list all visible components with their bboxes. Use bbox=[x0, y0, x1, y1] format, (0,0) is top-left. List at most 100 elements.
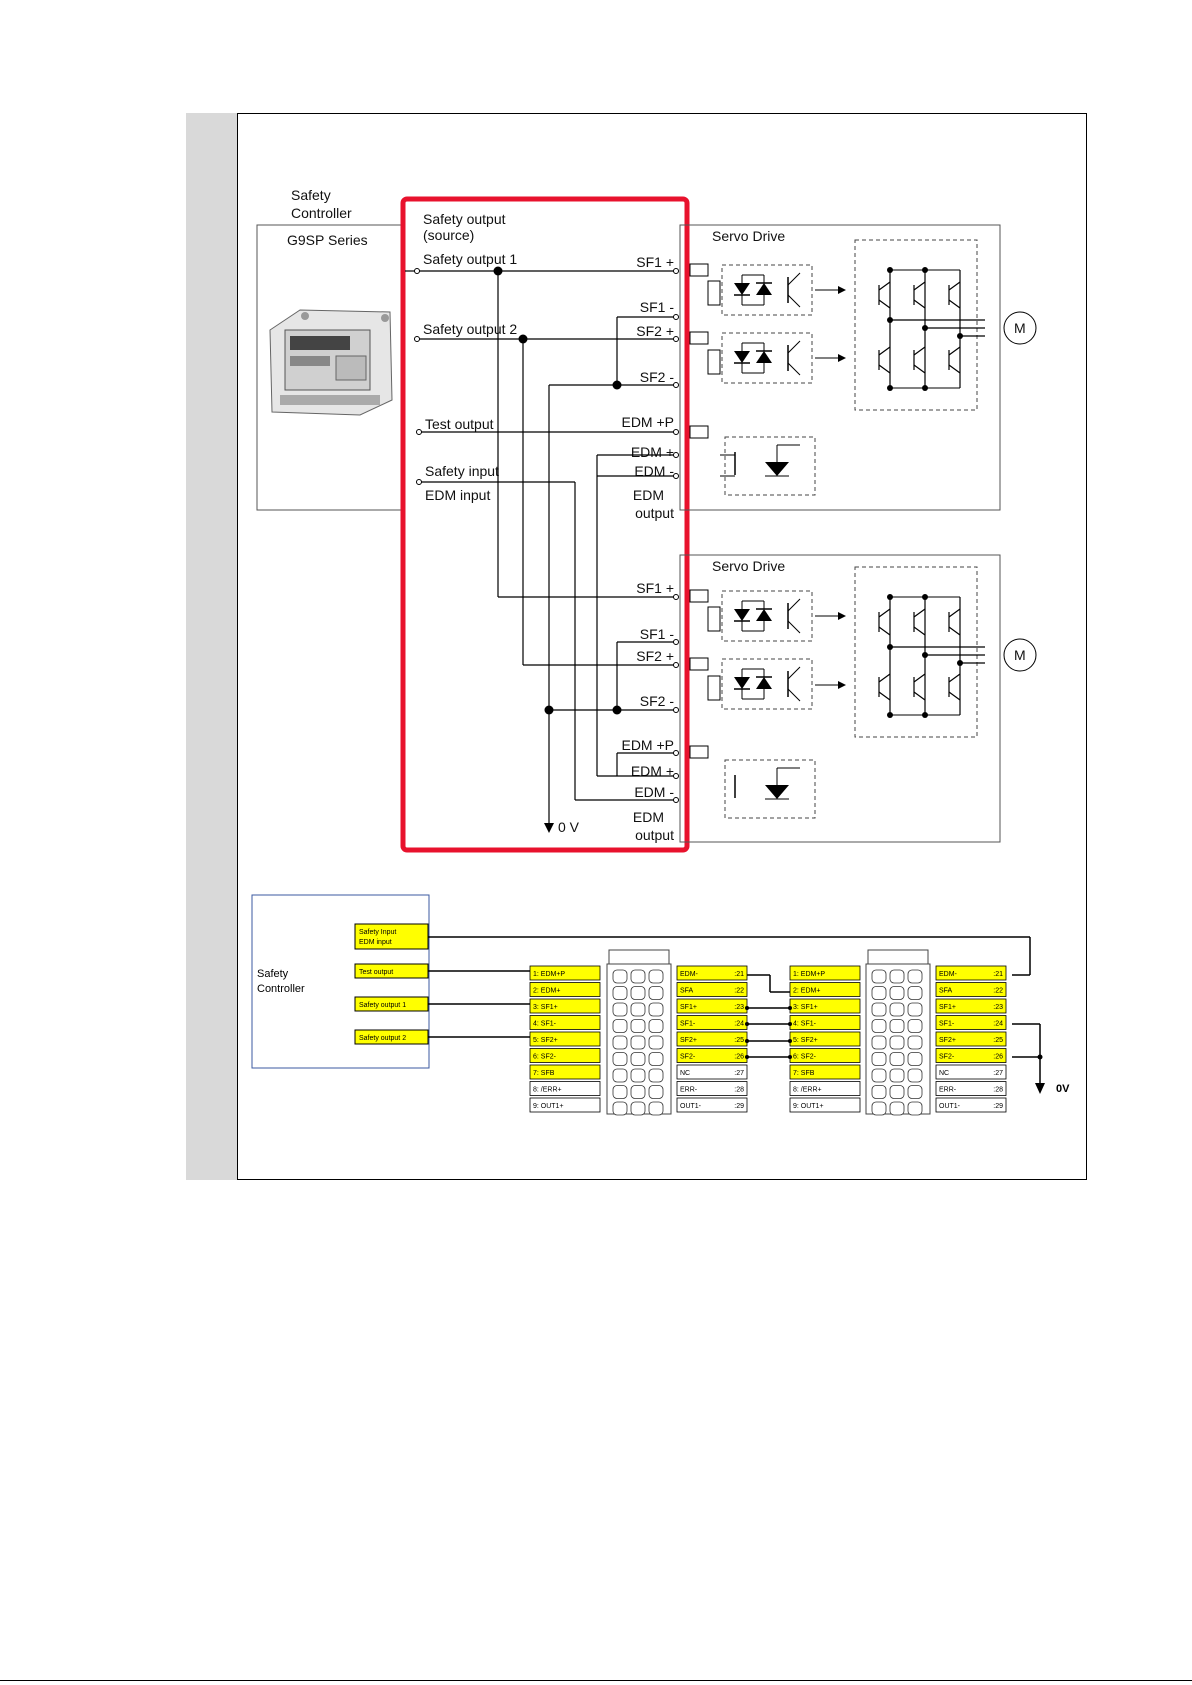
side-gray-column bbox=[186, 113, 238, 1180]
terminal-label: 9: OUT1+ bbox=[533, 1103, 564, 1110]
connector-slot bbox=[889, 1068, 905, 1083]
terminal-nodes bbox=[414, 268, 679, 803]
connector-slot bbox=[907, 1035, 923, 1050]
connector-slot bbox=[648, 1019, 664, 1033]
d1-edm-minus: EDM - bbox=[634, 463, 674, 479]
connector-slot bbox=[612, 1085, 628, 1099]
connector-slot bbox=[630, 1101, 646, 1116]
series-label: G9SP Series bbox=[287, 232, 368, 248]
d1-sf1-minus: SF1 - bbox=[640, 299, 675, 315]
terminal-name: SF2- bbox=[680, 1054, 696, 1061]
connector-slot bbox=[630, 1085, 646, 1099]
connector-slot bbox=[630, 986, 646, 1000]
terminal-cell bbox=[529, 1064, 601, 1080]
d2-edm-output-2: output bbox=[635, 827, 674, 843]
terminal-name: SF1+ bbox=[939, 1004, 956, 1011]
connector-slot bbox=[612, 1002, 628, 1017]
servo-drive-1-label: Servo Drive bbox=[712, 228, 785, 244]
terminal-pin: :25 bbox=[734, 1037, 744, 1044]
connector-slot bbox=[648, 1068, 664, 1083]
connector-slot bbox=[612, 1035, 628, 1050]
connector-slot bbox=[871, 1035, 887, 1050]
d1-sf2-plus: SF2 + bbox=[636, 323, 674, 339]
terminal-name: SF1- bbox=[680, 1021, 696, 1028]
terminal-cell bbox=[529, 982, 601, 997]
terminal-pin: :21 bbox=[993, 971, 1003, 978]
signal-edm-input: EDM input bbox=[425, 487, 490, 503]
d2-edm-plus: EDM + bbox=[631, 763, 674, 779]
connector-slot bbox=[889, 1035, 905, 1050]
terminal-cell bbox=[789, 1064, 861, 1080]
motor-1-label: M bbox=[1014, 320, 1026, 336]
d2-sf2-minus: SF2 - bbox=[640, 693, 675, 709]
drive-1-internals bbox=[689, 239, 986, 496]
terminal-label: 8: /ERR+ bbox=[793, 1087, 822, 1094]
connector-slot bbox=[612, 1019, 628, 1033]
highlight-box bbox=[400, 196, 690, 853]
outputs-header-line1: Safety output bbox=[423, 211, 506, 227]
outputs-header-line2: (source) bbox=[423, 227, 474, 243]
terminal-name: SF1- bbox=[939, 1021, 955, 1028]
connector-slot bbox=[648, 1035, 664, 1050]
connector-top bbox=[867, 949, 929, 965]
connector-slot bbox=[889, 986, 905, 1000]
terminal-cell bbox=[935, 1097, 1007, 1113]
terminal-pin: :27 bbox=[993, 1070, 1003, 1077]
terminal-cell bbox=[935, 1064, 1007, 1080]
connector-slot bbox=[648, 1052, 664, 1066]
connector-slot bbox=[612, 1068, 628, 1083]
d1-edm-plus: EDM + bbox=[631, 444, 674, 460]
connector-slot bbox=[907, 1002, 923, 1017]
terminal-cell bbox=[676, 1097, 748, 1113]
terminal-pin: :29 bbox=[993, 1103, 1003, 1110]
terminal-name: ERR- bbox=[939, 1087, 957, 1094]
terminal-cell bbox=[529, 998, 601, 1014]
terminal-pin: :27 bbox=[734, 1070, 744, 1077]
connector-slot bbox=[630, 1035, 646, 1050]
connector-slot bbox=[889, 969, 905, 984]
terminal-name: SF2- bbox=[939, 1054, 955, 1061]
connector-slot bbox=[630, 1052, 646, 1066]
lower-controller-label-1: Safety bbox=[257, 968, 289, 980]
upper-wiring bbox=[405, 270, 676, 825]
terminal-block-right-1: EDM-:21SFA:22SF1+:23SF1-:24SF2+:25SF2-:2… bbox=[676, 965, 748, 1113]
connector-slot bbox=[648, 969, 664, 984]
terminal-label: 6: SF2- bbox=[793, 1054, 817, 1061]
terminal-cell bbox=[529, 965, 601, 981]
lower-ground-arrow bbox=[1035, 1083, 1045, 1094]
d1-sf2-minus: SF2 - bbox=[640, 369, 675, 385]
terminal-cell bbox=[529, 1015, 601, 1030]
terminal-label: 2: EDM+ bbox=[793, 988, 820, 995]
d1-edm-p: EDM +P bbox=[621, 414, 674, 430]
ground-arrow bbox=[544, 823, 554, 833]
terminal-cell bbox=[789, 982, 861, 997]
terminal-name: OUT1- bbox=[939, 1103, 961, 1110]
connector-slot bbox=[907, 1068, 923, 1083]
connector-slot bbox=[630, 1019, 646, 1033]
terminal-cell bbox=[935, 998, 1007, 1014]
lower-zero-volt-label: 0V bbox=[1056, 1083, 1070, 1095]
connector-slot bbox=[648, 1085, 664, 1099]
d2-edm-p: EDM +P bbox=[621, 737, 674, 753]
lower-junction-dots bbox=[745, 1006, 1043, 1060]
terminal-cell bbox=[935, 1031, 1007, 1047]
terminal-cell bbox=[935, 1048, 1007, 1063]
terminal-pin: :21 bbox=[734, 971, 744, 978]
terminal-cell bbox=[529, 1031, 601, 1047]
terminal-label: 3: SF1+ bbox=[793, 1004, 818, 1011]
lower-wiring bbox=[428, 936, 1041, 1085]
connector-1-illustration bbox=[606, 949, 672, 1116]
signal-safety-input: Safety input bbox=[425, 463, 499, 479]
terminal-pin: :26 bbox=[993, 1054, 1003, 1061]
terminal-pin: :24 bbox=[993, 1021, 1003, 1028]
connector-slot bbox=[630, 1068, 646, 1083]
terminal-pin: :28 bbox=[993, 1087, 1003, 1094]
terminal-cell bbox=[676, 965, 748, 981]
zero-volt-label: 0 V bbox=[558, 819, 580, 835]
connector-slot bbox=[630, 969, 646, 984]
terminal-cell bbox=[529, 1081, 601, 1096]
terminal-name: SF2+ bbox=[680, 1037, 697, 1044]
terminal-name: SFA bbox=[939, 988, 953, 995]
terminal-name: NC bbox=[680, 1070, 690, 1077]
